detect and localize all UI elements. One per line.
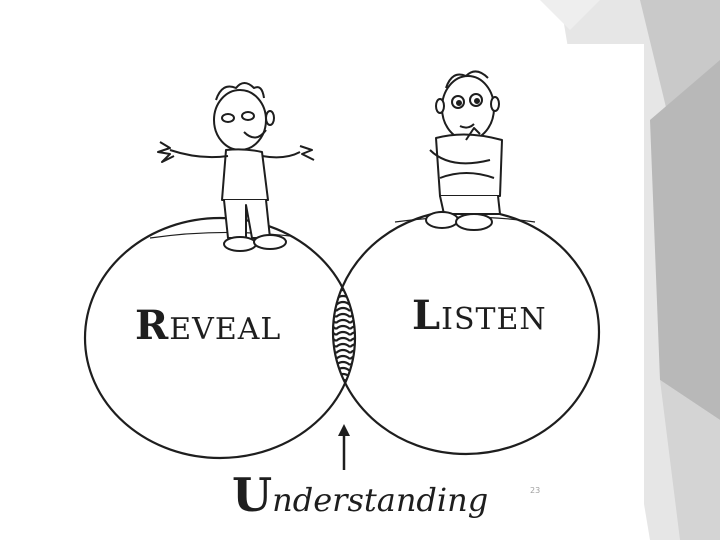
listen-initial: L <box>412 292 442 339</box>
decor-facet-3 <box>650 60 720 420</box>
arrow-up-icon <box>338 424 350 470</box>
right-character <box>425 70 503 231</box>
page-number: 23 <box>530 486 541 495</box>
understanding-label: Understanding <box>232 468 488 522</box>
reveal-initial: R <box>135 302 170 349</box>
listen-rest: ISTEN <box>441 302 547 337</box>
decor-facet-4 <box>660 380 720 540</box>
understanding-rest: nderstanding <box>272 481 489 519</box>
left-character <box>157 82 315 252</box>
listen-label: LISTEN <box>412 292 547 339</box>
left-circle <box>83 216 357 460</box>
reveal-rest: EVEAL <box>169 312 282 347</box>
reveal-label: REVEAL <box>135 302 281 349</box>
decor-facet-5 <box>540 0 600 30</box>
cartoon-sheet <box>18 44 644 524</box>
understanding-initial: U <box>232 468 273 522</box>
